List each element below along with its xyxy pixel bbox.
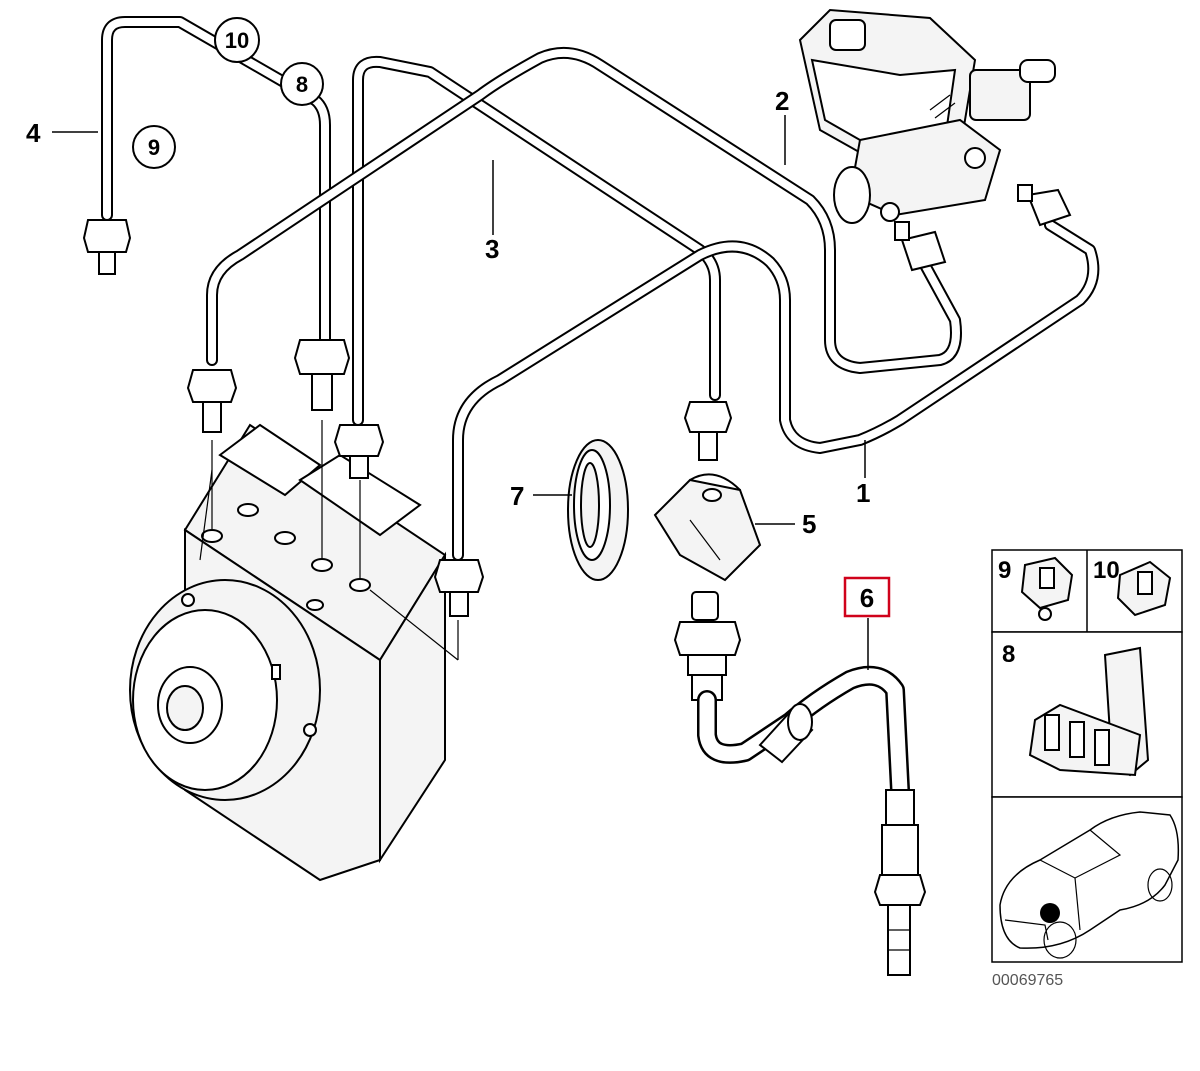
callout-10-circle [214,17,260,63]
callout-5: 5 [802,509,816,539]
abs-unit [129,423,447,882]
clip-9-illustration [1020,556,1074,621]
callout-labels: 4 3 2 1 7 5 10 8 9 6 [26,17,891,618]
brake-pipes [101,16,1100,561]
inset-panels: 9 10 8 [991,549,1183,989]
callout-6: 6 [860,583,874,613]
inset-label-9: 9 [998,557,1011,584]
callout-10: 10 [225,28,249,53]
callout-4: 4 [26,118,41,148]
holder-8-illustration [1028,646,1150,777]
callout-6-highlight-box [843,576,891,618]
car-location-illustration [999,811,1180,959]
brake-hose [673,591,927,976]
callout-2: 2 [775,86,789,116]
clip-10-illustration [1116,560,1172,617]
callout-8: 8 [296,72,308,97]
fitting-pipe-4 [82,219,132,275]
callout-9: 9 [148,135,160,160]
fitting-left [186,369,238,433]
callout-9-circle [132,125,176,169]
master-cylinder [798,8,1072,272]
fitting-pipe-1 [433,559,485,617]
fitting-center [293,339,351,411]
inset-label-8: 8 [1002,641,1015,668]
inset-label-10: 10 [1093,557,1120,584]
callout-1: 1 [856,478,870,508]
fitting-pipe-3 [333,424,385,479]
callout-3: 3 [485,234,499,264]
leader-lines [52,115,869,670]
grommet [567,439,629,581]
diagram-code: 00069765 [992,972,1063,989]
location-marker [1040,903,1060,923]
fitting-mid [683,401,733,461]
assembly-guides [199,420,459,661]
pipe-fittings [82,219,733,617]
callout-8-circle [280,62,324,106]
pipe-holder [653,473,762,582]
callout-7: 7 [510,481,524,511]
